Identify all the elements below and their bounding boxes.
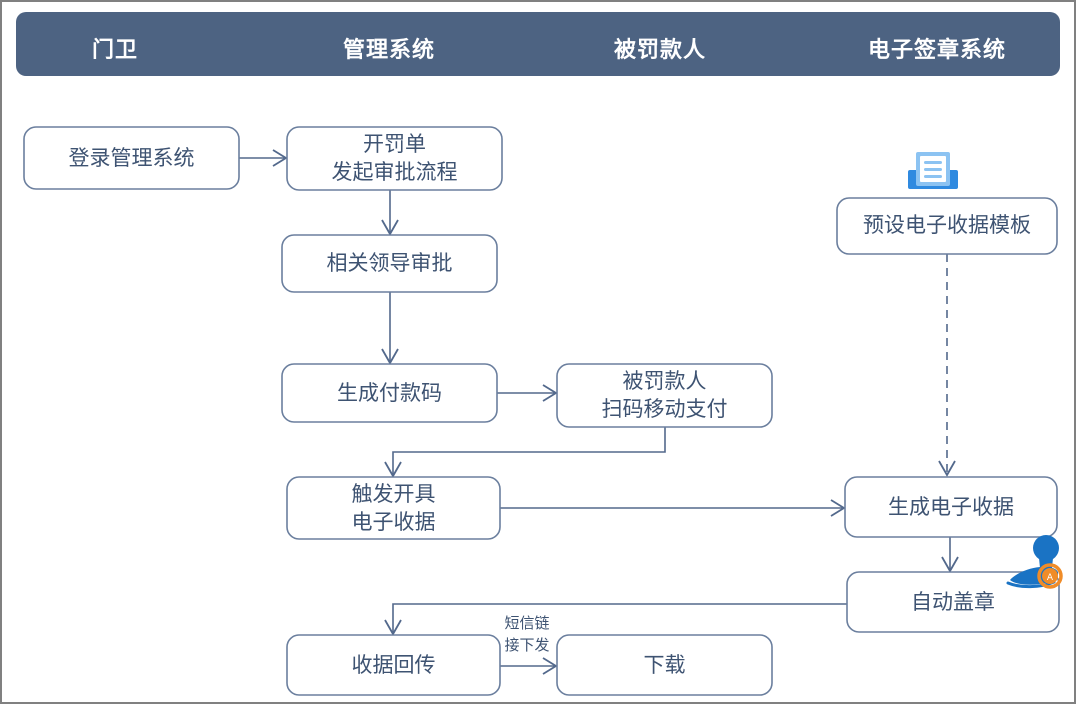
node-return-box[interactable] [286, 634, 501, 696]
node-paycode-label: 生成付款码 [337, 381, 442, 405]
node-template-box[interactable] [836, 197, 1058, 255]
node-return[interactable]: 收据回传 [286, 634, 501, 696]
edge-ticket-to-approve [381, 190, 399, 236]
node-paycode[interactable]: 生成付款码 [281, 363, 498, 423]
node-scanpay-label-line2: 扫码移动支付 [602, 397, 728, 421]
node-download-label: 下载 [644, 653, 686, 677]
edge-generate-to-autostamp [941, 537, 959, 573]
stamp-icon: A [1006, 535, 1063, 589]
swimlane-header-bar: 门卫 管理系统 被罚款人 电子签章系统 [16, 12, 1060, 76]
edge-template-to-generate [938, 254, 956, 477]
node-approve-box[interactable] [281, 234, 498, 293]
node-generate[interactable]: 生成电子收据 [844, 476, 1058, 538]
edge-trigger-to-generate [500, 499, 846, 517]
node-generate-box[interactable] [844, 476, 1058, 538]
node-trigger-label-line2: 电子收据 [352, 510, 436, 534]
edge-login-to-ticket [239, 149, 288, 167]
swimlane-header-menwei: 门卫 [91, 38, 139, 63]
node-login-box[interactable] [23, 126, 240, 190]
node-scanpay[interactable]: 被罚款人 扫码移动支付 [556, 363, 773, 428]
edge-scanpay-to-trigger [384, 427, 666, 478]
node-trigger-box[interactable] [286, 476, 501, 540]
node-autostamp[interactable]: 自动盖章 [846, 571, 1060, 633]
node-approve[interactable]: 相关领导审批 [281, 234, 498, 293]
printer-icon [908, 152, 958, 189]
node-trigger[interactable]: 触发开具 电子收据 [286, 476, 501, 540]
edge-paycode-to-scanpay [497, 384, 558, 402]
node-autostamp-box[interactable] [846, 571, 1060, 633]
node-ticket[interactable]: 开罚单 发起审批流程 [286, 126, 503, 191]
node-ticket-label-line2: 发起审批流程 [332, 160, 458, 184]
node-autostamp-label: 自动盖章 [911, 590, 995, 614]
swimlane-header-beifakuan: 被罚款人 [613, 38, 707, 63]
swimlane-header-guanli: 管理系统 [342, 38, 436, 63]
node-download[interactable]: 下载 [556, 634, 773, 696]
node-login[interactable]: 登录管理系统 [23, 126, 240, 190]
node-download-box[interactable] [556, 634, 773, 696]
edge-return-to-download: 短信链 接下发 [500, 614, 558, 675]
edge-label-sms-line2: 接下发 [504, 636, 549, 654]
edge-approve-to-paycode [381, 292, 399, 365]
svg-text:A: A [1047, 573, 1054, 583]
node-ticket-box[interactable] [286, 126, 503, 191]
node-paycode-box[interactable] [281, 363, 498, 423]
node-generate-label: 生成电子收据 [888, 495, 1014, 519]
node-template[interactable]: 预设电子收据模板 [836, 197, 1058, 255]
node-trigger-label-line1: 触发开具 [352, 482, 436, 506]
node-template-label: 预设电子收据模板 [863, 213, 1031, 237]
node-login-label: 登录管理系统 [69, 146, 195, 170]
swimlane-header-qianzhang: 电子签章系统 [867, 38, 1007, 63]
node-return-label: 收据回传 [352, 653, 436, 677]
edge-label-sms-line1: 短信链 [504, 614, 549, 632]
node-scanpay-label-line1: 被罚款人 [623, 369, 707, 393]
node-scanpay-box[interactable] [556, 363, 773, 428]
node-approve-label: 相关领导审批 [327, 251, 453, 275]
edge-autostamp-to-return [384, 603, 847, 636]
node-ticket-label-line1: 开罚单 [363, 132, 426, 156]
